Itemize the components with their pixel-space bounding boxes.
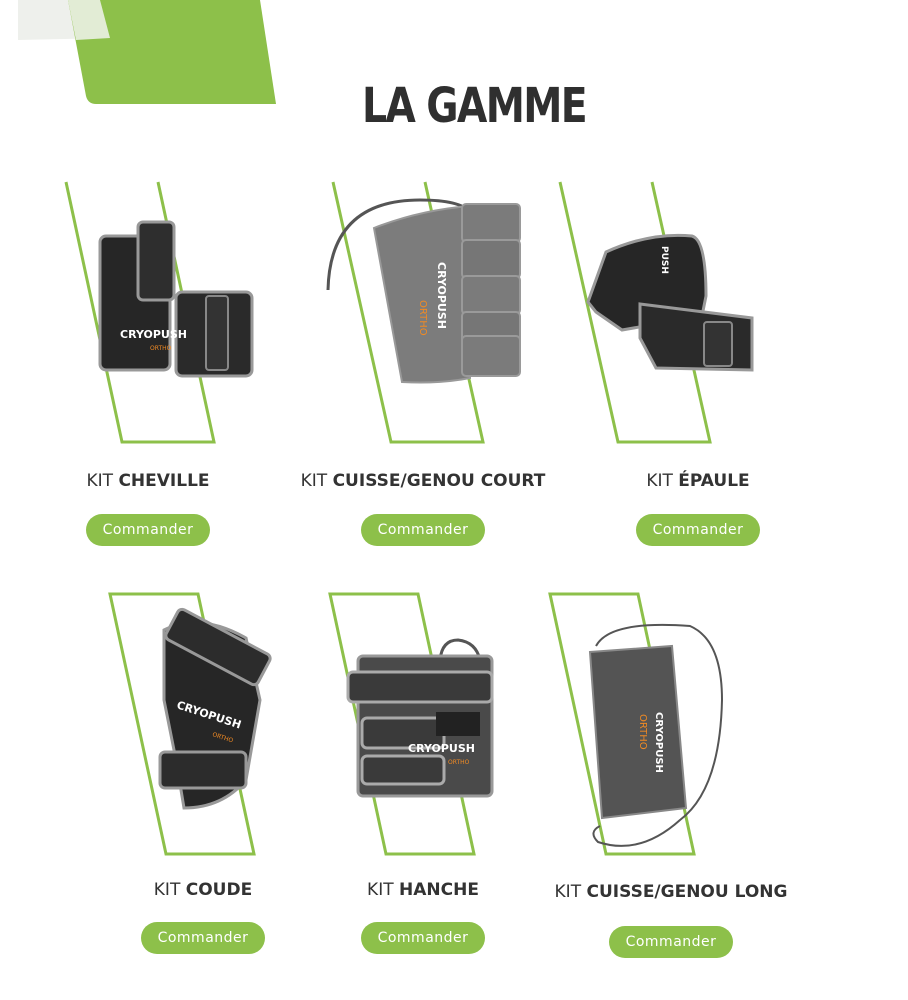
product-image-epaule[interactable]: PUSH [0,0,780,460]
kit-name: HANCHE [399,880,479,900]
kit-prefix: KIT [300,471,328,491]
svg-text:ORTHO: ORTHO [637,714,648,750]
kit-prefix: KIT [646,471,673,491]
product-image-cheville[interactable]: CRYOPUSH ORTHO [0,0,300,460]
svg-text:ORTHO: ORTHO [417,300,428,336]
svg-text:CRYOPUSH: CRYOPUSH [435,262,448,329]
commander-button-cuisse-genou-long[interactable]: Commander [609,926,733,958]
product-title-coude: KIT COUDE [154,880,252,900]
commander-button-cheville[interactable]: Commander [86,514,210,546]
product-image-hanche[interactable]: CRYOPUSH ORTHO [0,0,520,870]
page-title: LA GAMME [361,78,588,134]
product-title-epaule: KIT ÉPAULE [646,471,749,491]
brand-logo: CRYOPUSH [120,328,187,341]
svg-text:PUSH: PUSH [659,246,669,274]
commander-button-epaule[interactable]: Commander [636,514,760,546]
commander-button-coude[interactable]: Commander [141,922,265,954]
product-title-cuisse-genou-long: KIT CUISSE/GENOU LONG [555,882,788,902]
product-title-cheville: KIT CHEVILLE [86,471,209,491]
product-image-cuisse-genou-court[interactable]: CRYOPUSH ORTHO [0,0,560,460]
commander-button-hanche[interactable]: Commander [361,922,485,954]
kit-prefix: KIT [554,882,582,902]
svg-text:CRYOPUSH: CRYOPUSH [408,742,475,755]
product-image-cuisse-genou-long[interactable]: CRYOPUSH ORTHO [0,0,780,870]
product-image-coude[interactable]: CRYOPUSH ORTHO [0,0,300,870]
kit-name: CUISSE/GENOU COURT [332,471,546,491]
svg-text:ORTHO: ORTHO [150,345,172,352]
svg-text:ORTHO: ORTHO [448,759,470,766]
kit-prefix: KIT [153,880,181,900]
kit-prefix: KIT [86,471,114,491]
svg-text:CRYOPUSH: CRYOPUSH [653,712,664,773]
product-title-hanche: KIT HANCHE [367,880,479,900]
product-title-cuisse-genou-court: KIT CUISSE/GENOU COURT [301,471,546,491]
green-frame [108,592,256,856]
kit-prefix: KIT [367,880,394,900]
kit-name: COUDE [185,880,253,900]
kit-name: CHEVILLE [118,471,210,491]
header-decoration [18,0,276,104]
commander-button-cuisse-genou-court[interactable]: Commander [361,514,485,546]
kit-name: CUISSE/GENOU LONG [586,882,788,902]
green-frame [548,592,696,856]
kit-name: ÉPAULE [678,471,750,491]
